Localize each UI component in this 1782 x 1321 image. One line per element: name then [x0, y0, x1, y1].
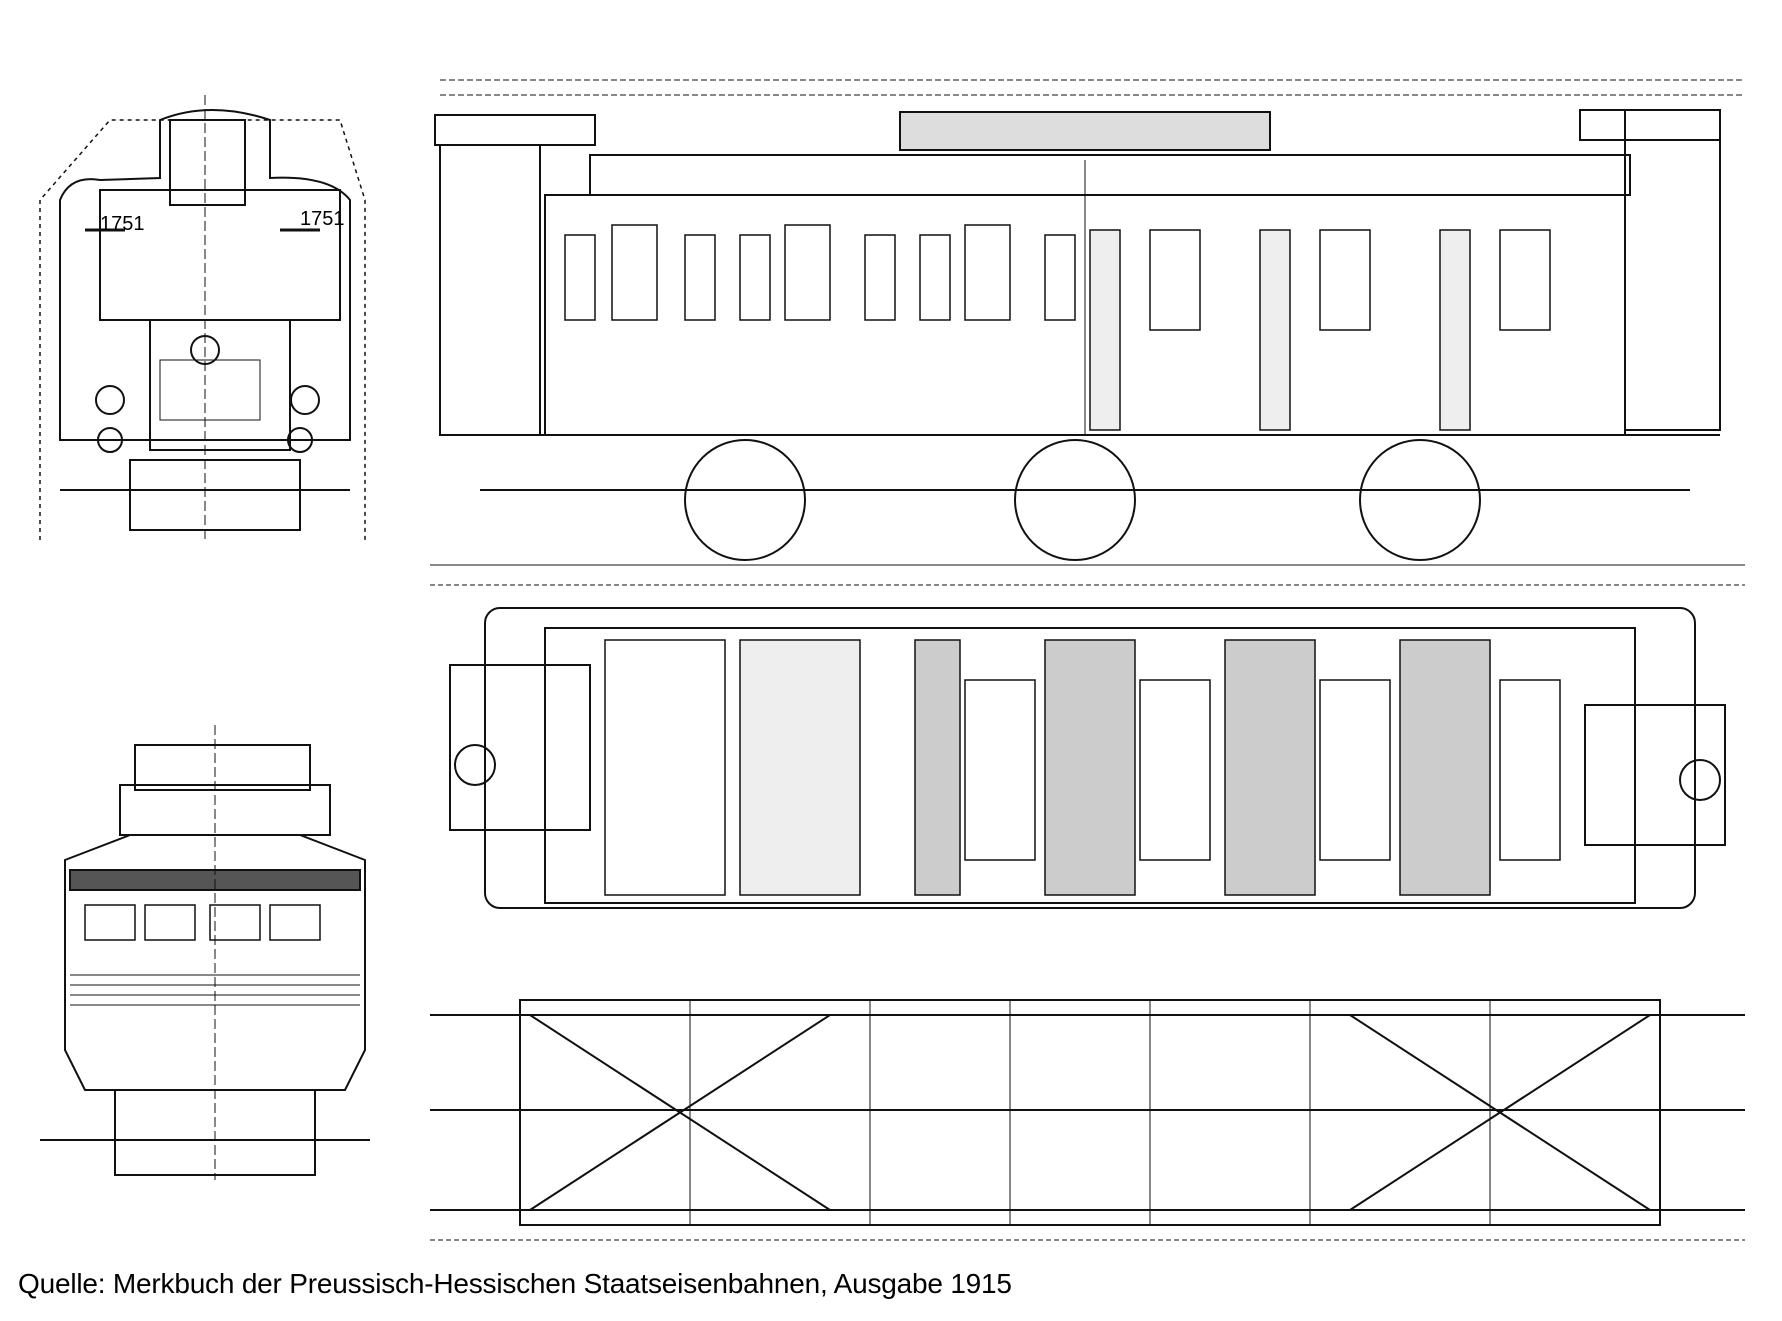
front-car-number-left: 1751 — [100, 213, 145, 235]
front-car-number-right: 1751 — [300, 208, 345, 230]
rear-end-view — [40, 725, 370, 1180]
side-elevation — [430, 79, 1745, 586]
front-end-view — [39, 95, 366, 540]
underframe-plan — [430, 999, 1745, 1241]
source-caption: Quelle: Merkbuch der Preussisch-Hessisch… — [18, 1268, 1012, 1299]
floor-plan — [449, 607, 1726, 909]
